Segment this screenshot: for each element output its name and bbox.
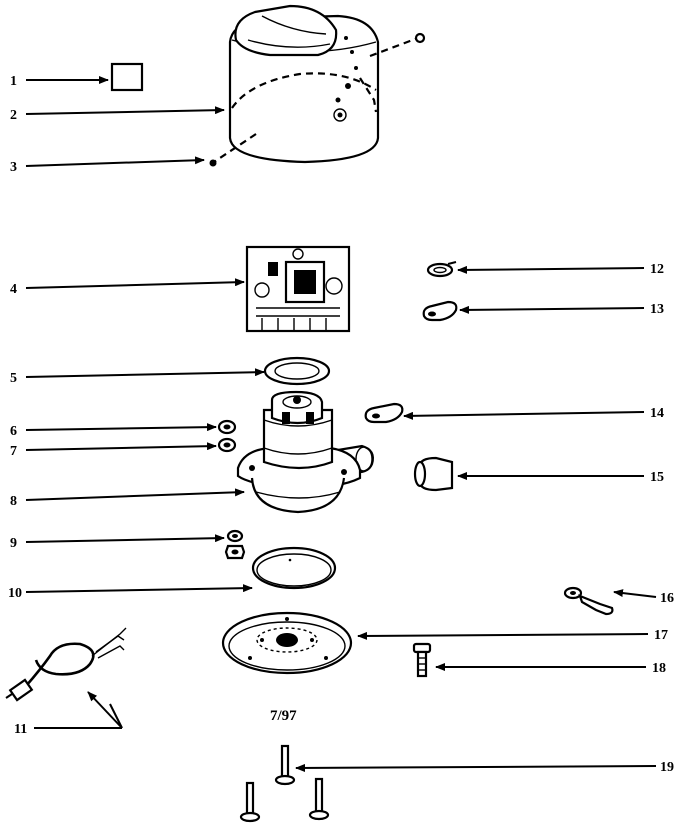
crimp-connector <box>364 402 404 424</box>
cylinder-sleeve <box>413 456 454 492</box>
callout-9: 9 <box>10 536 17 551</box>
motor-assembly <box>236 390 374 514</box>
foot-peg-2 <box>239 781 261 823</box>
foot-peg-1 <box>274 744 296 786</box>
foot-peg-3 <box>308 777 330 821</box>
callout-8: 8 <box>10 494 17 509</box>
callout-16: 16 <box>660 591 674 606</box>
callout-labels: 1 2 3 4 5 6 7 8 9 10 11 12 13 14 15 16 1… <box>8 74 674 775</box>
nut-lower <box>217 437 237 453</box>
callout-18: 18 <box>652 661 666 676</box>
callout-3: 3 <box>10 160 17 175</box>
callout-10: 10 <box>8 586 22 601</box>
callout-1: 1 <box>10 74 17 89</box>
wire-terminal <box>563 586 614 616</box>
callout-4: 4 <box>10 282 17 297</box>
band-ring <box>251 546 337 590</box>
callout-17: 17 <box>654 628 668 643</box>
power-cord <box>5 627 127 702</box>
wire-connector <box>422 300 458 322</box>
callout-5: 5 <box>10 371 17 386</box>
bolt <box>412 642 432 678</box>
label-square <box>110 62 144 92</box>
callout-19: 19 <box>660 760 674 775</box>
callout-7: 7 <box>10 444 17 459</box>
ring-terminal <box>426 261 457 278</box>
callout-2: 2 <box>10 108 17 123</box>
callout-12: 12 <box>650 262 664 277</box>
nut-pair <box>224 529 246 560</box>
nut-upper <box>217 419 237 435</box>
callout-11: 11 <box>14 722 27 737</box>
callout-6: 6 <box>10 424 17 439</box>
callout-14: 14 <box>650 406 664 421</box>
leader-lines <box>25 76 657 772</box>
gasket-ring <box>263 356 331 386</box>
date-code: 7/97 <box>270 708 297 724</box>
circuit-board <box>245 245 351 333</box>
motor-cover-housing <box>209 4 426 167</box>
callout-13: 13 <box>650 302 664 317</box>
callout-15: 15 <box>650 470 664 485</box>
base-plate <box>221 611 353 675</box>
